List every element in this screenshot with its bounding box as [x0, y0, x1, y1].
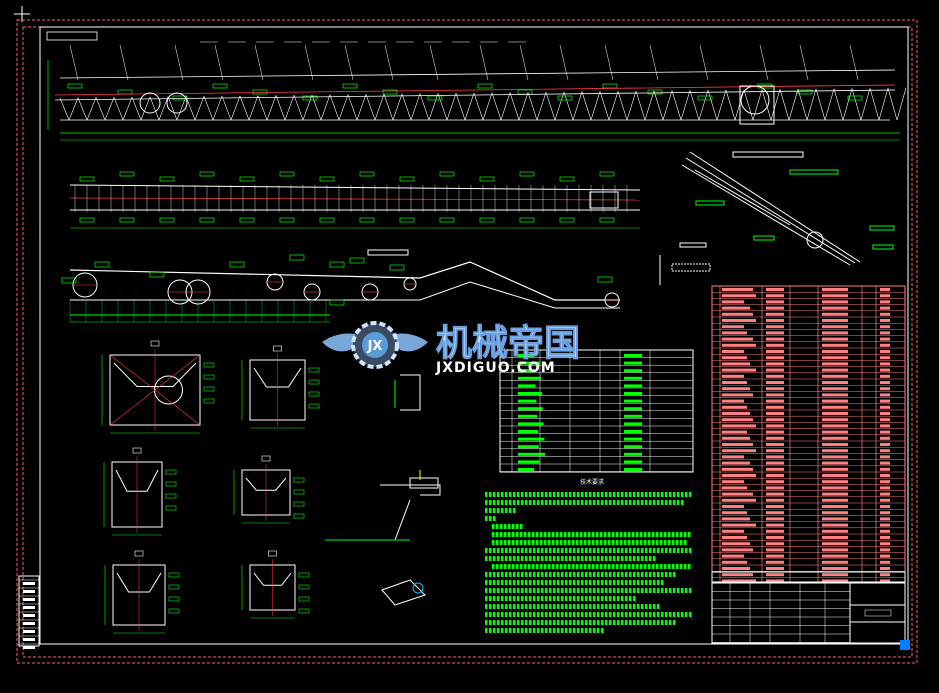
- idler-section-views: [101, 340, 320, 634]
- watermark-badge-text: JX: [367, 339, 383, 354]
- parts-table: [499, 349, 694, 473]
- tech-requirements-title: 技术要求: [580, 478, 604, 486]
- watermark-title: 机械帝国: [436, 323, 580, 364]
- roller-detail: [325, 374, 441, 606]
- bill-of-materials-table: [711, 285, 906, 583]
- tensioner-detail: [659, 242, 711, 285]
- drawing-frame: [14, 6, 918, 664]
- belt-routing-view: [61, 249, 620, 323]
- inclined-section-detail: [681, 151, 895, 266]
- conveyor-plan-view: [69, 171, 641, 229]
- watermark-logo: JX 机械帝国 JXDIGUO.COM: [322, 321, 581, 376]
- corner-marker: [900, 640, 910, 650]
- watermark-url: JXDIGUO.COM: [435, 360, 556, 376]
- conveyor-elevation-view: [46, 31, 907, 141]
- title-block: [711, 582, 906, 644]
- left-revision-strip: [19, 579, 39, 649]
- tech-requirements-text: [485, 492, 692, 633]
